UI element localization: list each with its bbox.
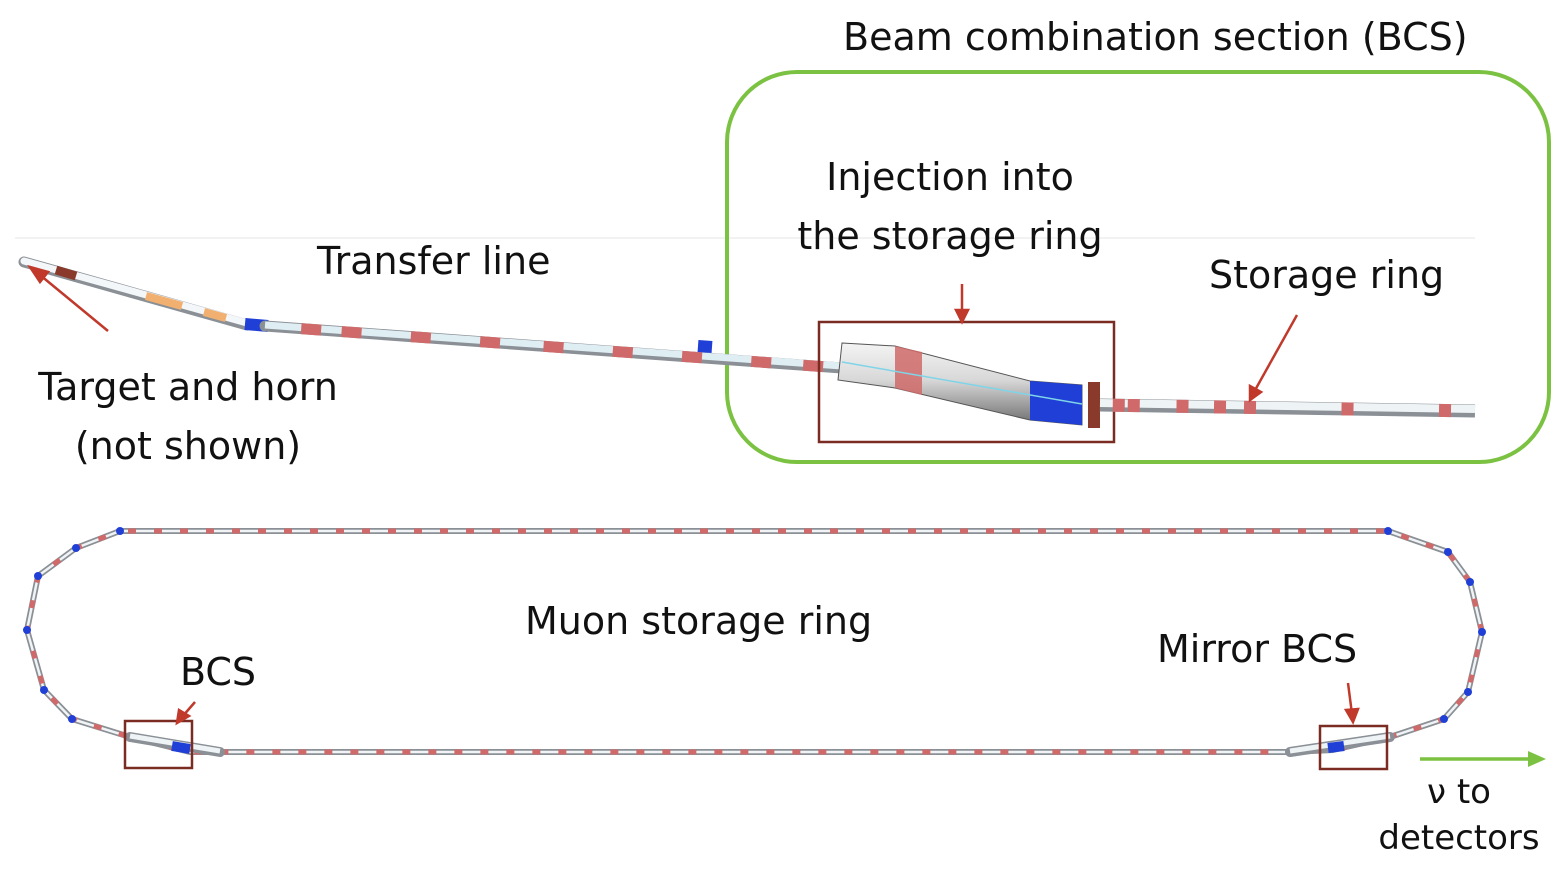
transfer-red-magnet	[411, 337, 431, 338]
arrow-injection-head	[956, 310, 968, 322]
bcs-left-blue	[172, 746, 190, 749]
muon-ring-blue-magnet	[1444, 548, 1452, 556]
muon-ring-blue-magnet	[1440, 715, 1448, 723]
target-label-line1: Target and horn	[28, 358, 348, 417]
muon-ring-red-magnet	[1470, 675, 1472, 683]
injection-label-line2: the storage ring	[790, 207, 1110, 266]
nu-label-line2: detectors	[1376, 816, 1542, 862]
transfer-red-magnet	[480, 342, 500, 343]
transfer-red-magnet	[544, 346, 564, 347]
muon-ring-blue-magnet	[68, 715, 76, 723]
muon-ring-blue-magnet	[1384, 527, 1392, 535]
storage-ring-label: Storage ring	[1209, 246, 1444, 305]
muon-ring-blue-magnet	[1464, 688, 1472, 696]
transfer-line-label: Transfer line	[317, 232, 550, 291]
injection-label: Injection into the storage ring	[790, 148, 1110, 266]
muon-ring-label: Muon storage ring	[525, 592, 872, 651]
transfer-red-magnet	[613, 351, 633, 352]
muon-ring-red-magnet	[1474, 599, 1476, 607]
nu-label: ν to detectors	[1376, 770, 1542, 862]
nu-label-line1: ν to	[1376, 770, 1542, 816]
blue-magnet-2	[698, 346, 712, 347]
muon-ring-blue-magnet	[1466, 578, 1474, 586]
muon-ring-red-magnet	[1401, 536, 1409, 539]
muon-ring-blue-magnet	[72, 544, 80, 552]
muon-ring-red-magnet	[31, 600, 33, 608]
muon-ring-red-magnet	[1426, 544, 1434, 547]
horn-dark	[56, 270, 76, 276]
muon-ring-blue-magnet	[34, 572, 42, 580]
muon-ring-red-magnet	[33, 651, 35, 659]
injection-septum	[838, 343, 1100, 428]
transfer-red-magnet	[751, 361, 771, 362]
target-label: Target and horn (not shown)	[28, 358, 348, 476]
muon-ring-red-magnet	[40, 676, 42, 684]
mirror-bcs-label: Mirror BCS	[1157, 620, 1357, 679]
transfer-red-magnet	[301, 329, 321, 330]
septum-red-band	[895, 346, 922, 395]
arrow-storage	[1254, 315, 1297, 392]
nu-arrow-head	[1528, 751, 1546, 767]
muon-ring-blue-magnet	[1478, 628, 1486, 636]
muon-ring-blue-magnet	[40, 686, 48, 694]
storage-ring-straight	[1100, 403, 1475, 411]
arrow-mirror-head	[1346, 709, 1358, 722]
muon-ring-red-magnet	[98, 536, 105, 539]
muon-ring-red-magnet	[94, 726, 102, 728]
transfer-red-magnet	[342, 332, 362, 333]
injection-label-line1: Injection into	[790, 148, 1110, 207]
muon-ring-red-magnet	[1476, 649, 1478, 657]
transfer-red-magnet	[682, 356, 702, 357]
bcs-right-blue	[1328, 746, 1344, 748]
arrow-storage-head	[1250, 386, 1261, 400]
muon-ring-blue-magnet	[23, 626, 31, 634]
muon-ring-blue-magnet	[116, 527, 124, 535]
target-label-line2: (not shown)	[28, 417, 348, 476]
bcs-title-label: Beam combination section (BCS)	[843, 8, 1468, 67]
horn-orange-1	[146, 296, 182, 306]
muon-ring-red-magnet	[1414, 727, 1422, 730]
septum-flange	[1088, 382, 1100, 428]
bcs-label: BCS	[180, 643, 256, 702]
